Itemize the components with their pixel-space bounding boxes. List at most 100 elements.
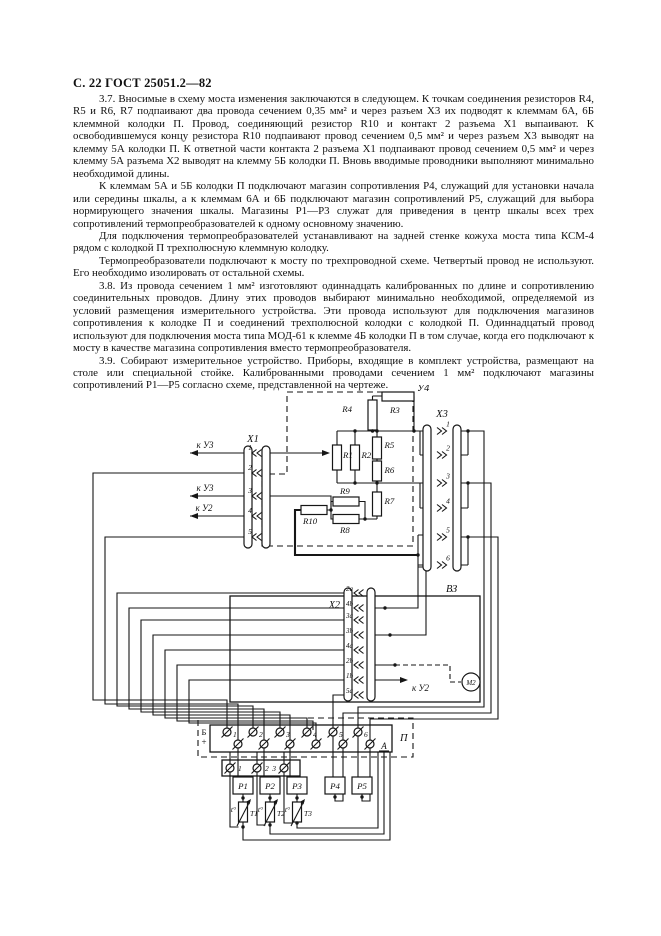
x2-pin-number: 3a [345,612,354,620]
magazine-box [259,776,281,795]
magazine-box [286,776,308,795]
three-pole-terminal-number: 1 [238,764,242,773]
resistor-r7 [371,491,383,517]
x3-pin-number: 2 [446,444,450,453]
magazine-box [324,776,346,795]
arrowheads [190,450,408,683]
terminal-slash [221,726,233,738]
r2-label: R2 [361,450,372,460]
paragraph-three-wire: Термопреобразователи подключают к мосту … [73,254,594,280]
p-dashed-box [197,717,414,758]
terminal-slash [251,762,263,774]
v3-instrument-box [229,595,481,703]
arrowhead-icon [400,677,408,683]
plus-label: + [201,737,206,747]
junction-dot [268,823,272,827]
junction-dot [388,633,392,637]
junction-dot [393,663,397,667]
junction-dot [466,481,470,485]
x3-pin-number: 5 [446,526,450,535]
x3-pin-number: 3 [445,472,450,481]
magazine-box [351,776,373,795]
terminal-slash [232,738,244,750]
junction-dot [363,517,367,521]
x1-connector-bar-left [243,445,253,549]
chevron-right-icon [436,451,448,459]
resistor-r2 [349,444,361,471]
chevron-left-icon [353,676,364,684]
terminal-slash [247,726,259,738]
x2-label: X2 [328,600,340,611]
arrowhead-icon [190,493,198,499]
x2-pin-number: 4b [346,600,354,608]
resistors [300,391,415,525]
thermo-arrowhead-icon [273,799,278,805]
x3-pin-number: 4 [446,497,450,506]
thermo-label: Т1 [250,809,258,818]
magazine-label: Р5 [356,781,367,791]
thermo-label: Т2 [277,809,285,818]
t-degree-label: t° [231,805,236,814]
page-header: С. 22 ГОСТ 25051.2—82 [73,76,212,90]
resistor-labels: R1 R2 R3 R4 R5 R6 R7 R8 R9 R10 [302,404,400,535]
x3-pin-number: 1 [446,420,450,429]
t-degree-label: t° [258,805,263,814]
resistor-r3 [381,391,415,402]
r5-label: R5 [384,440,395,450]
chevron-left-icon [251,492,262,500]
chevron-left-icon [353,631,364,639]
junction-dot [353,481,357,485]
row-b-label: Б [202,727,207,737]
junction-dot [466,535,470,539]
to-u2-label-1: к У2 [195,503,213,513]
junction-dot [375,481,379,485]
thermo-label: Т3 [304,809,312,818]
terminal-slash [327,726,339,738]
junction-dot [295,821,299,825]
thermo-diagonal-arrow [236,800,251,827]
chevron-left-icon [353,616,364,624]
thermo-diagonal-arrow [263,800,278,827]
arrowhead-icon [322,450,330,456]
x2-pin-number: 1b [346,672,354,680]
u4-label: У4 [417,385,430,394]
junction-dot [383,606,387,610]
p-terminal-number: 4 [313,730,317,739]
r4-label: R4 [341,404,352,414]
thermo-diagonal-arrow [290,800,305,827]
x2-pin-number: 5a [346,687,354,695]
chevron-left-icon [353,646,364,654]
magazine-box [232,776,254,795]
chevron-left-icon [353,661,364,669]
to-u3-label-2: к У3 [196,483,214,493]
to-u3-label-1: к У3 [196,440,214,450]
junction-dot [353,429,357,433]
magazine-label: Р3 [291,781,302,791]
connector-chevron-icons [251,427,448,699]
p-block-label: П [399,733,409,744]
x1-connector-bar-right [261,445,271,549]
three-pole-terminal-number: 3 [271,764,276,773]
junction-dot [329,508,333,512]
junction-dots [241,429,470,829]
p-terminal-block [209,724,393,753]
terminal-slash [352,726,364,738]
r10-label: R10 [302,516,318,526]
resistor-r4 [367,399,378,431]
junction-dot [268,796,272,800]
t-degree-label: t° [285,805,290,814]
x2-pin-number: 3b [345,627,354,635]
x1-label: X1 [246,434,259,445]
junction-dot [375,429,379,433]
r7-label: R7 [384,496,395,506]
thermo-resistor-body [237,801,249,823]
junction-dot [333,795,337,799]
wires [92,395,499,841]
terminal-slash [301,726,313,738]
chevron-left-icon [251,449,262,457]
wiring-diagram: R1 R2 R3 R4 R5 R6 R7 R8 R9 R10 М2 X1 X [92,385,499,841]
